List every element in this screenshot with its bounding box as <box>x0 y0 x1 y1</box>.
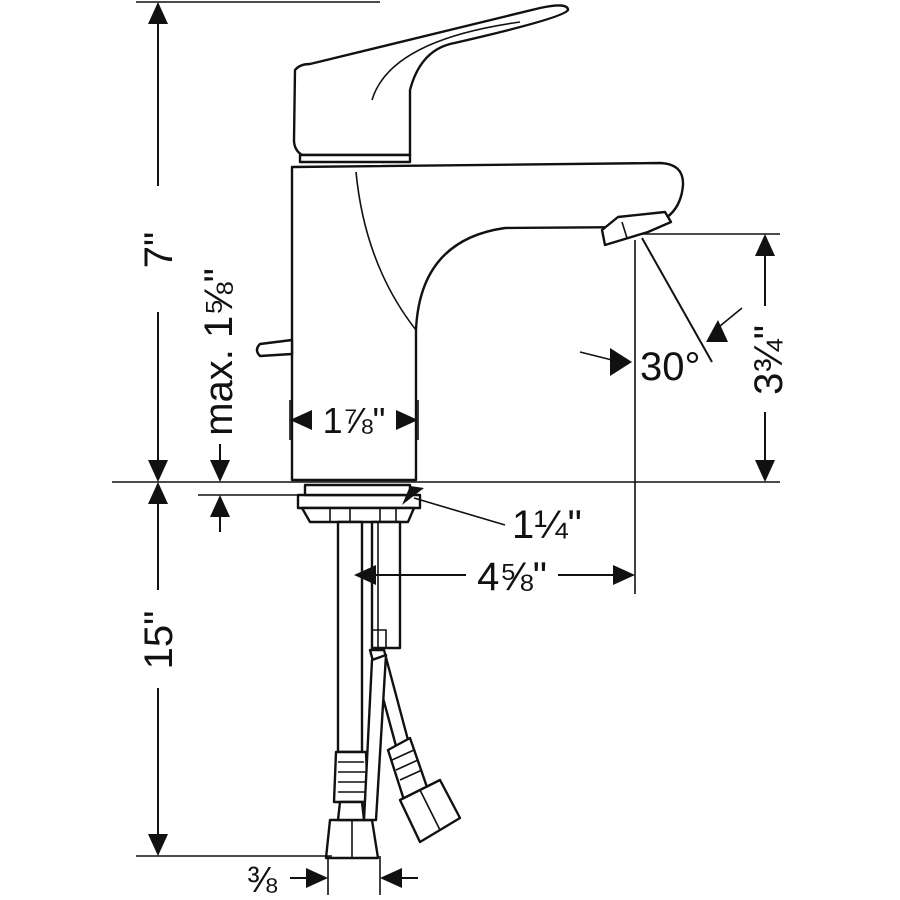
supply-hoses <box>324 520 462 860</box>
mounting-assembly <box>296 483 422 650</box>
faucet-body <box>255 4 685 482</box>
label-connection-size: ⅜ <box>247 859 278 900</box>
dim-total-height: 7" <box>137 2 181 482</box>
dim-spout-reach: 4⅝" <box>354 555 635 599</box>
label-lever-clearance: max. 1⅝" <box>197 268 241 436</box>
dim-body-width: 1⅞" <box>290 400 418 441</box>
dim-lever-clearance: max. 1⅝" <box>197 268 241 532</box>
label-hose-length: 15" <box>137 611 181 670</box>
reference-lines <box>112 1 780 895</box>
dim-spout-height: 3¾" <box>747 234 791 482</box>
label-spout-height: 3¾" <box>747 325 791 395</box>
label-body-width: 1⅞" <box>323 400 386 441</box>
dim-connection-size: ⅜ <box>247 859 418 900</box>
label-mount-thickness: 1¼" <box>512 503 582 547</box>
label-spout-reach: 4⅝" <box>477 555 547 599</box>
label-spout-angle: 30° <box>640 345 701 389</box>
dim-hose-length: 15" <box>137 482 181 856</box>
label-total-height: 7" <box>137 232 181 268</box>
dim-spout-angle: 30° <box>579 237 743 389</box>
dim-mount-thickness: 1¼" <box>402 486 582 547</box>
